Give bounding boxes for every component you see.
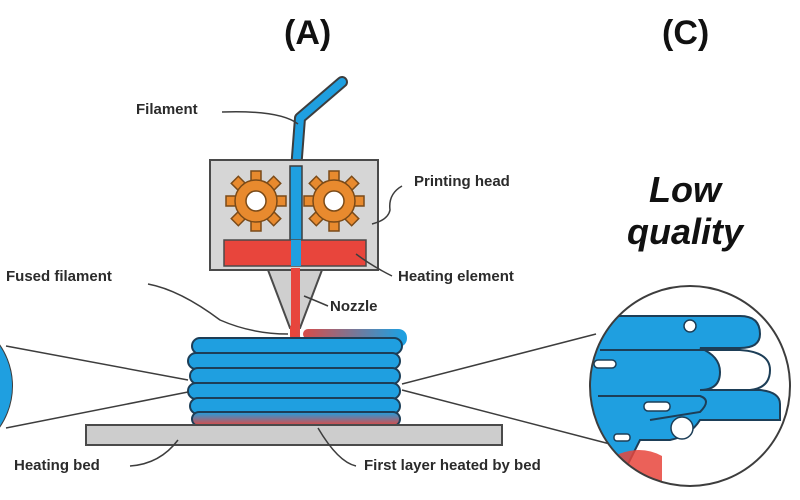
- quality-line2: quality: [626, 211, 743, 252]
- heating-bed-label: Heating bed: [14, 457, 100, 474]
- first-layer-label: First layer heated by bed: [364, 457, 541, 474]
- panel-a-label: (A): [284, 14, 332, 52]
- gear-left-icon: [225, 170, 287, 232]
- panel-c-label: (C): [662, 14, 710, 52]
- nozzle-label: Nozzle: [330, 298, 378, 315]
- leader-lines: [129, 111, 403, 467]
- heating-bed: [85, 424, 503, 446]
- fused-filament-label: Fused filament: [6, 268, 112, 285]
- filament-label: Filament: [136, 101, 198, 118]
- printing-head-label: Printing head: [414, 173, 510, 190]
- gear-right-icon: [303, 170, 365, 232]
- printed-layers: [187, 337, 403, 427]
- heating-element-label: Heating element: [398, 268, 514, 285]
- quality-line1: Low: [649, 169, 721, 210]
- right-zoom-circle: [401, 285, 791, 487]
